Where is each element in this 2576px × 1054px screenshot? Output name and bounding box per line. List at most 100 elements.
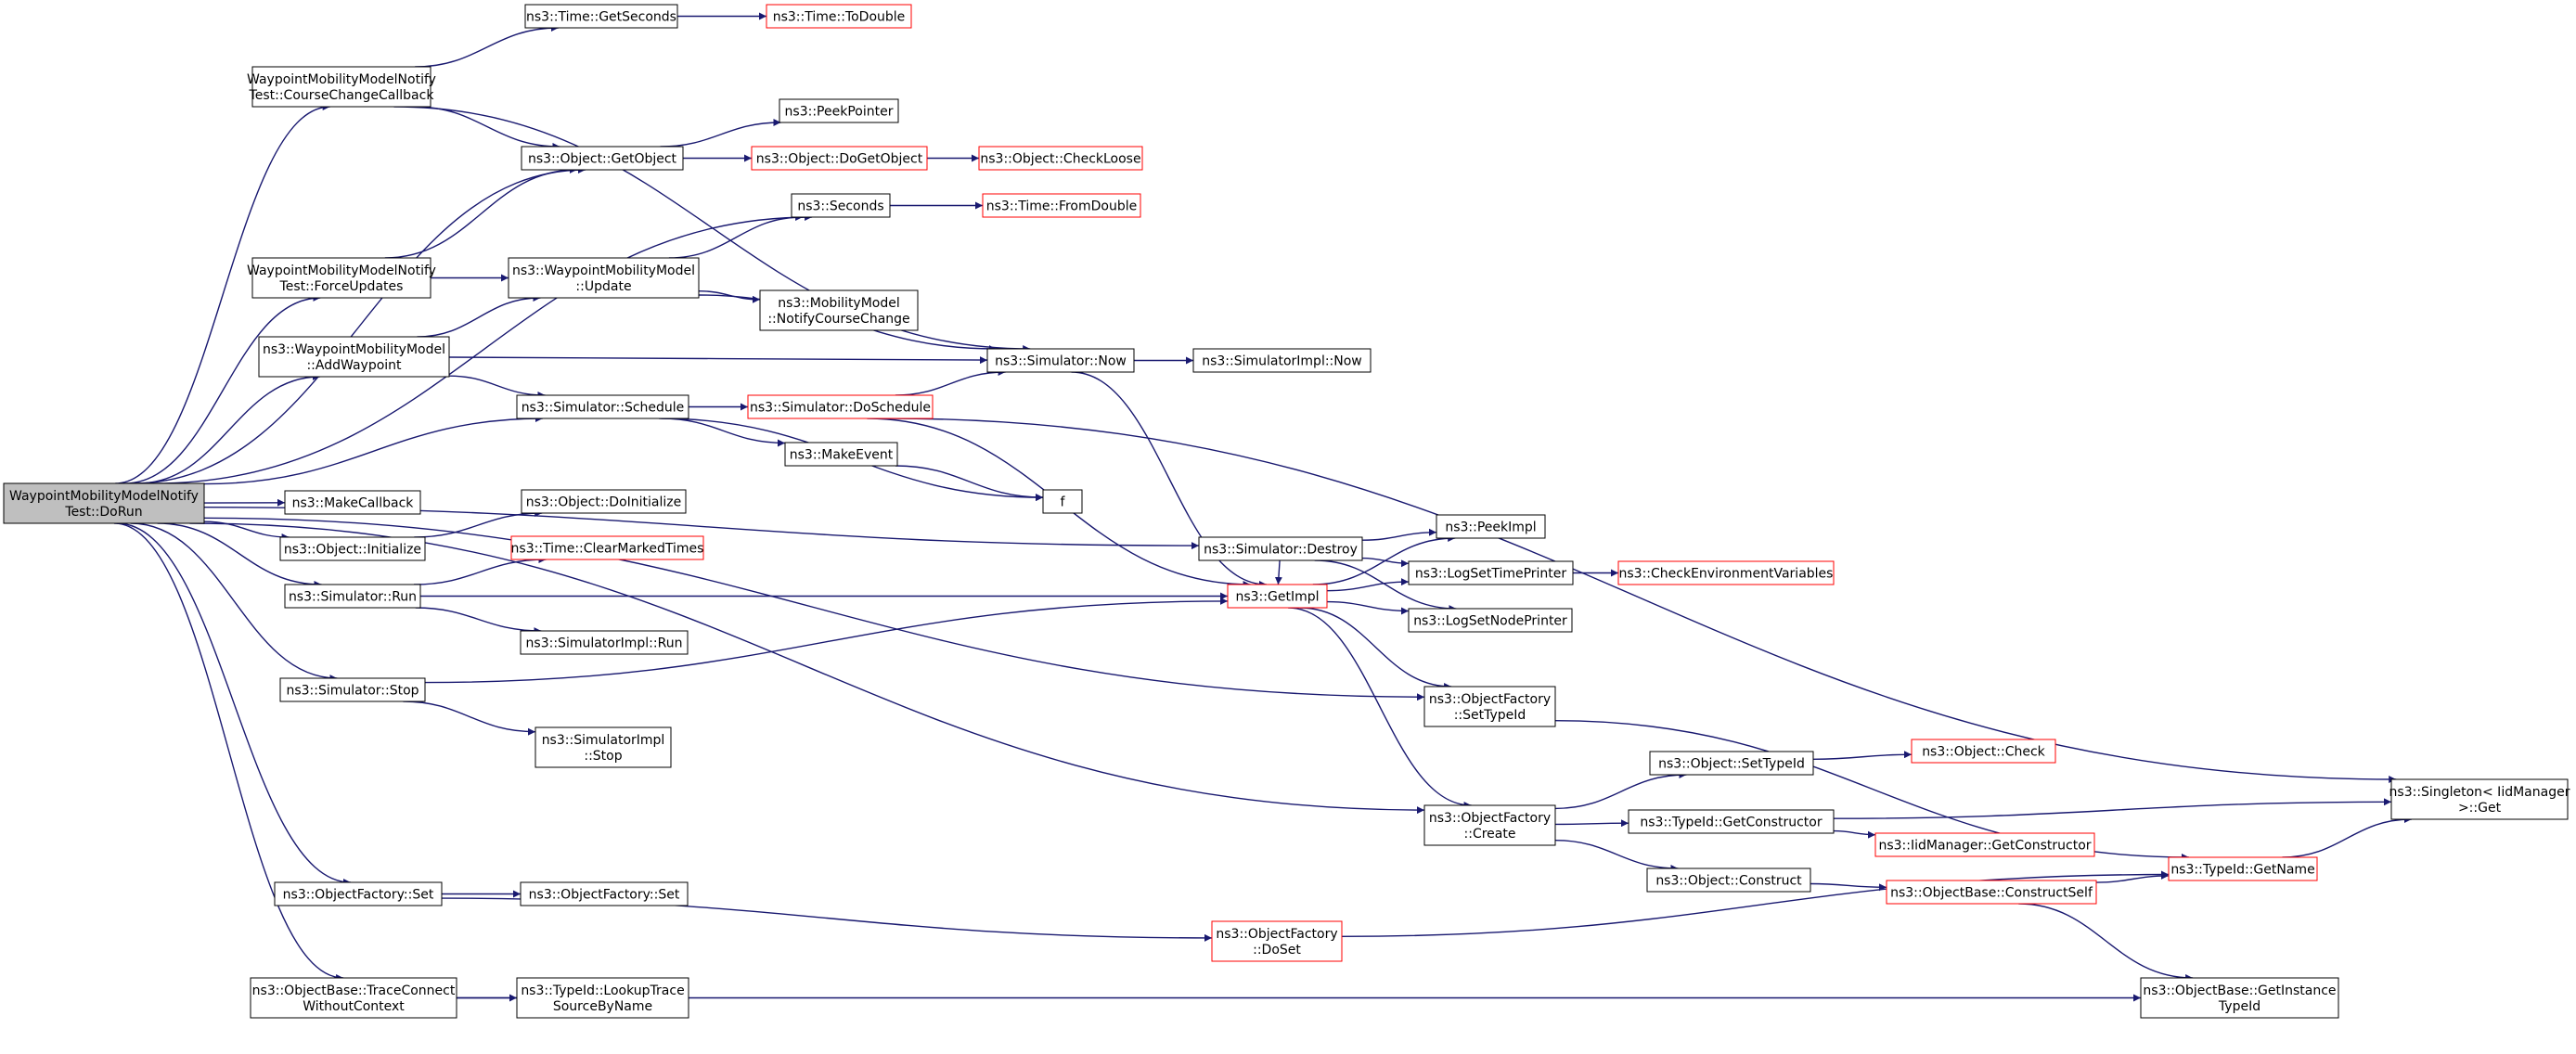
node-label: ns3::Seconds [797,199,883,214]
node-box [759,289,919,331]
node-ocl[interactable]: ns3::Object::CheckLoose [978,146,1143,171]
call-edge-sst-to-gi [424,597,1229,684]
node-label: ns3::WaypointMobilityModel [512,264,695,278]
call-edge-sst-to-sis [403,701,536,736]
node-box [274,881,443,906]
node-f[interactable]: f [1042,489,1083,514]
call-edge-aw-to-wu [417,294,541,338]
call-edge-sds-to-snow [895,368,1006,396]
call-edge-ccc-to-tgs [415,24,559,68]
node-mc[interactable]: ns3::MakeCallback [284,490,421,515]
node-tgc[interactable]: ns3::TypeId::GetConstructor [1628,809,1835,834]
node-label: ns3::Singleton< IidManager [2389,785,2570,800]
node-sis[interactable]: ns3::SimulatorImpl::Stop [535,726,672,768]
call-edge-ocon-to-obcs [1810,882,1887,892]
node-pp[interactable]: ns3::PeekPointer [779,98,899,123]
node-ofs[interactable]: ns3::ObjectFactory::Set [274,881,443,906]
node-label: WaypointMobilityModelNotify [247,264,436,278]
node-label: ns3::Object::DoInitialize [526,495,681,510]
node-box [284,584,421,609]
call-edge-tgc-to-singget [1833,798,2392,819]
node-label: ns3::SimulatorImpl::Now [1202,354,1362,369]
node-label: ::SetTypeId [1454,708,1526,723]
node-ofs2[interactable]: ns3::ObjectFactory::Set [520,881,689,906]
node-sec[interactable]: ns3::Seconds [791,193,891,218]
node-label: ns3::ObjectFactory [1429,811,1551,826]
node-tc[interactable]: ns3::ObjectBase::TraceConnectWithoutCont… [250,977,457,1019]
node-box [766,4,912,29]
node-sinow[interactable]: ns3::SimulatorImpl::Now [1192,348,1372,373]
node-label: ns3::GetImpl [1235,590,1319,605]
node-ocon[interactable]: ns3::Object::Construct [1646,868,1811,893]
node-box [982,193,1141,218]
node-label: ns3::Object::CheckLoose [980,152,1140,167]
call-edge-root-to-sst [130,522,338,682]
call-edge-root-to-go [132,166,586,484]
node-sir[interactable]: ns3::SimulatorImpl::Run [520,630,689,655]
call-edge-fu-to-go [384,166,577,259]
node-oi[interactable]: ns3::Object::Initialize [279,536,426,561]
node-obcs[interactable]: ns3::ObjectBase::ConstructSelf [1886,880,2097,905]
node-sst[interactable]: ns3::Simulator::Stop [279,677,426,702]
node-tfd[interactable]: ns3::Time::FromDouble [982,193,1141,218]
node-ssch[interactable]: ns3::Simulator::Schedule [516,394,689,419]
node-box [2390,778,2569,820]
node-oc[interactable]: ns3::Object::Check [1911,739,2056,764]
call-edge-ofc-to-ocon [1554,840,1679,872]
node-sr[interactable]: ns3::Simulator::Run [284,584,421,609]
node-singget[interactable]: ns3::Singleton< IidManager>::Get [2389,778,2570,820]
node-tgs[interactable]: ns3::Time::GetSeconds [524,4,678,29]
node-box [747,394,934,419]
node-wu[interactable]: ns3::WaypointMobilityModel::Update [508,257,700,299]
node-tcmt[interactable]: ns3::Time::ClearMarkedTimes [510,535,704,560]
node-ltp[interactable]: ns3::LogSetTimePrinter [1408,560,1574,585]
call-edge-root-to-fu [124,294,321,484]
call-edge-gi-to-ltp [1326,578,1410,592]
node-box [791,193,891,218]
node-go[interactable]: ns3::Object::GetObject [521,146,684,171]
node-ofc[interactable]: ns3::ObjectFactory::Create [1423,804,1556,846]
node-label: ns3::Simulator::DoSchedule [750,401,931,416]
node-imgc[interactable]: ns3::IidManager::GetConstructor [1874,832,2095,857]
call-edge-root-to-tc [113,522,344,982]
call-edge-ofdos-to-tgn [1341,870,2170,937]
node-box [508,257,700,299]
node-snow[interactable]: ns3::Simulator::Now [986,348,1135,373]
node-pi[interactable]: ns3::PeekImpl [1436,514,1546,539]
node-label: ns3::Simulator::Now [995,354,1127,369]
node-box [751,146,928,171]
node-box [1911,739,2056,764]
node-ost[interactable]: ns3::Object::SetTypeId [1649,751,1814,776]
node-odi[interactable]: ns3::Object::DoInitialize [521,489,687,514]
node-cev[interactable]: ns3::CheckEnvironmentVariables [1617,560,1835,585]
call-edge-root-to-aw [137,373,320,484]
node-sdes[interactable]: ns3::Simulator::Destroy [1198,536,1363,561]
node-label: ns3::LogSetTimePrinter [1415,567,1567,582]
call-edge-gi-to-pi [1312,534,1456,585]
node-ccc[interactable]: WaypointMobilityModelNotifyTest::CourseC… [247,66,436,108]
call-edge-gi-to-ofc [1288,607,1472,809]
call-edge-root-to-oi [203,521,290,541]
node-fu[interactable]: WaypointMobilityModelNotifyTest::ForceUp… [247,257,436,299]
node-label: TypeId [2218,999,2260,1014]
node-mmncc[interactable]: ns3::MobilityModel::NotifyCourseChange [759,289,919,331]
node-tgn[interactable]: ns3::TypeId::GetName [2168,856,2318,881]
node-label: ns3::LogSetNodePrinter [1413,614,1567,629]
node-label: ::Update [575,279,631,294]
node-label: ns3::Time::ClearMarkedTimes [511,542,704,557]
node-label: ns3::ObjectBase::ConstructSelf [1890,886,2093,901]
node-ofst[interactable]: ns3::ObjectFactory::SetTypeId [1423,686,1556,727]
node-gi[interactable]: ns3::GetImpl [1227,584,1328,609]
call-edge-sr-to-sir [415,607,542,635]
node-ofdos[interactable]: ns3::ObjectFactory::DoSet [1211,920,1343,962]
node-box [516,977,689,1019]
node-sds[interactable]: ns3::Simulator::DoSchedule [747,394,934,419]
node-odgo[interactable]: ns3::Object::DoGetObject [751,146,928,171]
node-lnp[interactable]: ns3::LogSetNodePrinter [1408,608,1573,633]
node-ttd[interactable]: ns3::Time::ToDouble [766,4,912,29]
node-me[interactable]: ns3::MakeEvent [784,442,898,467]
node-aw[interactable]: ns3::WaypointMobilityModel::AddWaypoint [258,336,450,378]
